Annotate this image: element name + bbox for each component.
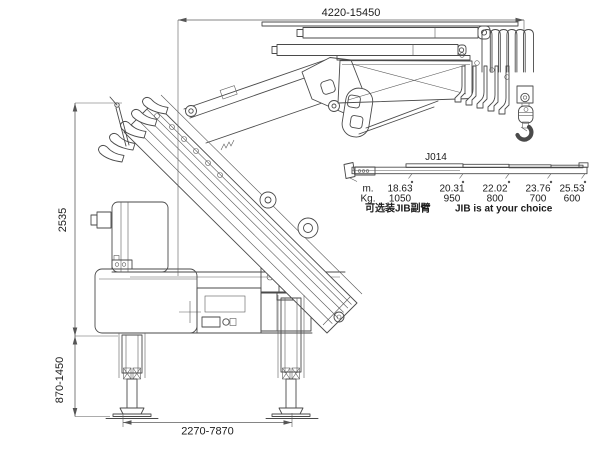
dimension-boom-extension-label: 4220-15450	[322, 7, 381, 19]
hook-assembly	[515, 85, 534, 142]
reach-value: 25.53	[559, 184, 584, 195]
jib-model-label: J014	[425, 152, 447, 163]
jib-diagram: J014 m. 18.63	[343, 152, 589, 215]
outrigger-right-rod	[285, 378, 297, 409]
boom-tip-block	[516, 85, 534, 104]
pedestal	[111, 201, 169, 273]
jib-note-en: JIB is at your choice	[455, 204, 553, 215]
folded-boom-assembly	[98, 94, 363, 334]
row-label-m: m.	[362, 184, 373, 195]
jib-note-cn: 可选装JIB副臂	[365, 202, 431, 215]
knuckle-linkage	[301, 57, 439, 138]
retracted-section-tops	[481, 29, 534, 73]
chassis-box	[94, 268, 198, 334]
dimension-outrigger-spread-label: 2270-7870	[181, 426, 234, 438]
outrigger-left-lock	[123, 367, 141, 380]
pto-shaft	[201, 316, 237, 328]
outrigger-left	[105, 333, 159, 419]
center-mark	[179, 301, 201, 323]
jib-capacity-table: m. 18.63 20.31 22.02 23.76 25.53 Kg. 105…	[360, 184, 584, 215]
outrigger-left-foot	[119, 407, 145, 415]
capacity-value: 700	[530, 194, 547, 205]
capacity-value: 1050	[389, 194, 412, 205]
extended-boom	[261, 21, 534, 115]
row-label-kg: Kg.	[360, 194, 375, 205]
reach-value: 23.76	[525, 184, 550, 195]
jib-drawing	[343, 162, 589, 184]
nested-boom-tips	[454, 65, 510, 115]
hook-icon	[515, 124, 534, 142]
extension-section-2	[271, 44, 467, 56]
capacity-value: 950	[444, 194, 461, 205]
capacity-value: 600	[564, 194, 581, 205]
dimension-folded-height: 2535 870-1450	[54, 102, 122, 417]
jib-section-joints	[408, 173, 587, 184]
dimension-outrigger-leg-height-label: 870-1450	[54, 357, 66, 404]
reach-value: 20.31	[439, 184, 464, 195]
outrigger-right-foot	[278, 407, 304, 415]
capacity-value: 800	[487, 194, 504, 205]
folded-boom-body	[123, 101, 358, 334]
dimension-outrigger-spread: 2270-7870	[122, 413, 293, 438]
hook-swivel	[518, 105, 534, 124]
grease-mark	[220, 139, 235, 151]
extension-section-1	[296, 25, 491, 40]
reach-value: 18.63	[387, 184, 412, 195]
dimension-folded-height-label: 2535	[57, 208, 69, 232]
dimension-boom-extension: 4220-15450	[177, 7, 525, 276]
folded-section-tips	[98, 96, 169, 163]
outrigger-left-rod	[126, 378, 138, 409]
reach-value: 22.02	[482, 184, 507, 195]
